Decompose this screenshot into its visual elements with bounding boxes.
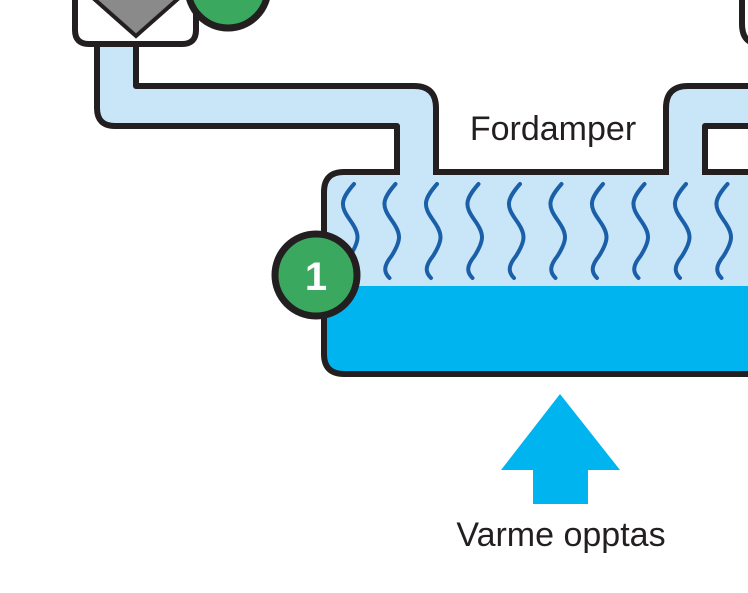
step-one-number: 1 [305,255,327,299]
return-pipe-corner [739,0,748,45]
vapor-waves [341,182,733,280]
vapor-wave [382,182,401,280]
vapor-wave [507,182,526,280]
evaporator-label: Fordamper [470,110,636,148]
vapor-wave [548,182,567,280]
inlet-pipe [94,27,439,181]
vapor-wave [590,182,609,280]
up-arrow-icon [501,394,620,504]
vapor-wave [631,182,650,280]
vapor-wave [673,182,692,280]
step-badge-partial [186,0,270,32]
outlet-pipe [663,83,748,181]
vapor-wave [714,182,733,280]
heat-absorbed-label: Varme opptas [456,516,665,554]
vapor-wave [465,182,484,280]
valve-icon [72,0,199,47]
vapor-wave [424,182,443,280]
evaporator-vessel [321,168,748,377]
step-one-badge: 1 [271,230,361,320]
